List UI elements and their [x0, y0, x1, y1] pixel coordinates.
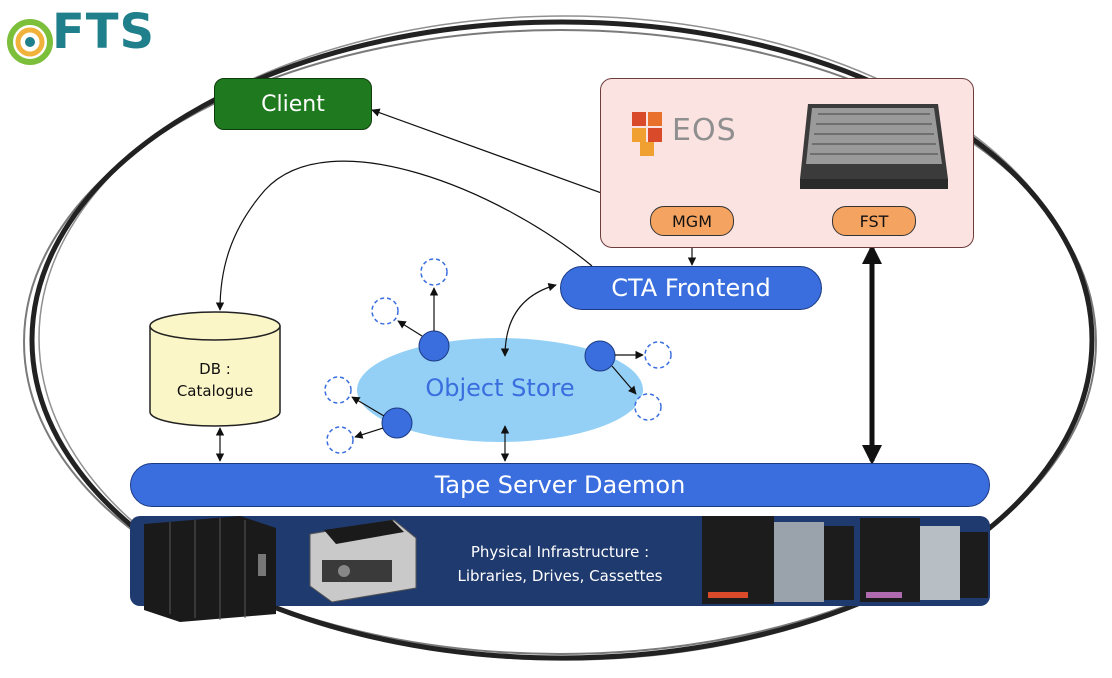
client-node[interactable]: Client: [214, 78, 372, 130]
storage-server-image: [800, 104, 948, 189]
eos-logo-icon: [632, 112, 662, 156]
physical-infrastructure-label: Physical Infrastructure : Libraries, Dri…: [420, 540, 700, 588]
tape-drive-image: [309, 519, 417, 603]
tape-server-daemon-node[interactable]: Tape Server Daemon: [130, 463, 990, 507]
object-store-satellites: [381, 330, 616, 439]
eos-label: EOS: [672, 113, 737, 148]
object-store-label[interactable]: Object Store: [425, 374, 575, 402]
object-store-shape: [357, 338, 643, 442]
physical-label-line1: Physical Infrastructure :: [470, 543, 650, 561]
db-label-line2: Catalogue: [176, 382, 254, 400]
tape-library-image: [144, 516, 276, 622]
satellite-links: [351, 287, 644, 439]
fts-logo-mark: [7, 19, 53, 65]
tape-cassettes-image: [702, 516, 988, 604]
fts-logo-text: FTS: [52, 4, 156, 60]
db-catalogue-label[interactable]: DB : Catalogue: [150, 358, 280, 402]
fst-node[interactable]: FST: [832, 206, 916, 236]
cta-frontend-node[interactable]: CTA Frontend: [560, 266, 822, 310]
outer-ellipse: [23, 15, 1097, 661]
dashed-satellites: [324, 258, 672, 454]
physical-label-line2: Libraries, Drives, Cassettes: [457, 567, 663, 585]
db-cylinder-shape: [149, 311, 281, 427]
db-label-line1: DB :: [199, 360, 231, 378]
mgm-node[interactable]: MGM: [650, 206, 734, 236]
